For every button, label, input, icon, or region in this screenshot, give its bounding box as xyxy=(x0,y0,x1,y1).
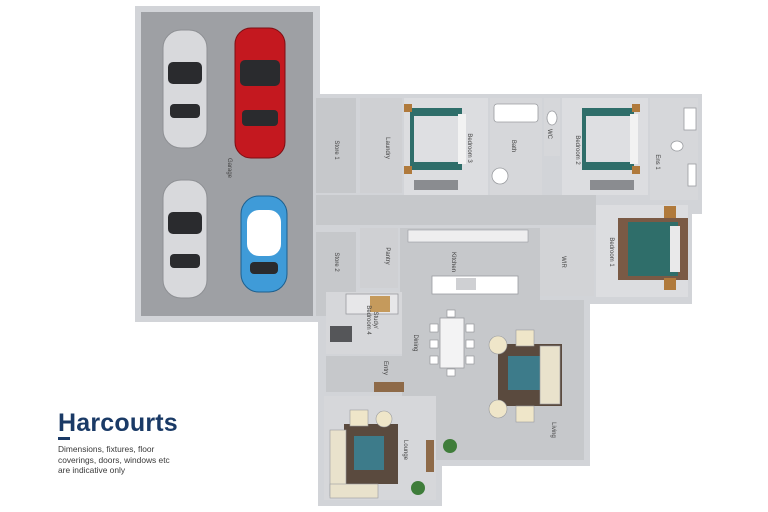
ensuite-shower xyxy=(683,107,697,131)
disclaimer-line-2: coverings, doors, windows etc xyxy=(58,454,170,465)
car-blue xyxy=(240,195,288,293)
label-bedroom3: Bedroom 3 xyxy=(466,133,472,163)
bath-basin xyxy=(491,167,509,185)
label-kitchen: Kitchen xyxy=(450,252,456,272)
car-red xyxy=(234,27,286,159)
bedroom-furniture xyxy=(330,104,688,342)
dining-table xyxy=(439,317,465,369)
ensuite-toilet xyxy=(670,140,684,152)
label-bath: Bath xyxy=(510,140,516,152)
ensuite-vanity xyxy=(687,163,697,187)
cars xyxy=(162,27,288,299)
label-wir: WIR xyxy=(560,256,566,268)
bed-bedroom1 xyxy=(618,206,688,290)
living-sofa xyxy=(539,345,561,405)
bed-bedroom2 xyxy=(582,104,640,190)
brand-block: Harcourts Dimensions, fixtures, floor co… xyxy=(58,410,208,476)
living-furniture xyxy=(488,329,562,423)
label-dining: Dining xyxy=(412,334,418,351)
entry-bench xyxy=(374,382,404,392)
pantry-floor xyxy=(360,228,398,288)
disclaimer-line-3: are indicative only xyxy=(58,465,126,475)
bed-study xyxy=(330,293,399,342)
label-laundry: Laundry xyxy=(384,137,390,159)
disclaimer: Dimensions, fixtures, floor coverings, d… xyxy=(58,444,208,476)
label-living: Living xyxy=(550,422,556,438)
label-store2: Store 2 xyxy=(333,252,339,272)
bathroom-fixtures xyxy=(491,103,697,187)
label-bedroom2: Bedroom 2 xyxy=(574,135,580,165)
laundry-floor xyxy=(360,98,402,193)
lounge-furniture xyxy=(329,409,457,499)
label-wc: WC xyxy=(546,129,552,140)
brand-underline xyxy=(58,437,70,440)
room-labels: Garage Store 1 Store 2 Laundry Bedroom 3… xyxy=(226,129,660,461)
label-pantry: Pantry xyxy=(384,247,390,264)
wc-toilet xyxy=(546,110,558,126)
label-bedroom1: Bedroom 1 xyxy=(608,237,614,267)
label-garage: Garage xyxy=(226,158,232,179)
label-store1: Store 1 xyxy=(333,140,339,160)
bathtub xyxy=(493,103,539,123)
wir-floor xyxy=(540,228,594,296)
car-silver-1 xyxy=(162,29,208,149)
store1-floor xyxy=(316,98,356,193)
label-bedroom4: Bedroom 4 xyxy=(365,305,371,335)
living-plant xyxy=(443,439,457,453)
dining-set xyxy=(429,309,475,377)
wc-floor xyxy=(544,98,560,156)
hallway-floor xyxy=(316,195,596,225)
kitchen-bench xyxy=(407,229,529,243)
lounge-plant xyxy=(411,481,425,495)
brand-logo: Harcourts xyxy=(58,409,178,437)
disclaimer-line-1: Dimensions, fixtures, floor xyxy=(58,444,155,454)
label-study: Study/ xyxy=(372,311,378,328)
bed-bedroom3 xyxy=(404,104,466,190)
label-lounge: Lounge xyxy=(402,440,408,461)
kitchen-fixtures xyxy=(407,229,529,295)
car-silver-2 xyxy=(162,179,208,299)
label-ens1: Ens 1 xyxy=(654,154,660,170)
label-entry: Entry xyxy=(382,361,388,375)
